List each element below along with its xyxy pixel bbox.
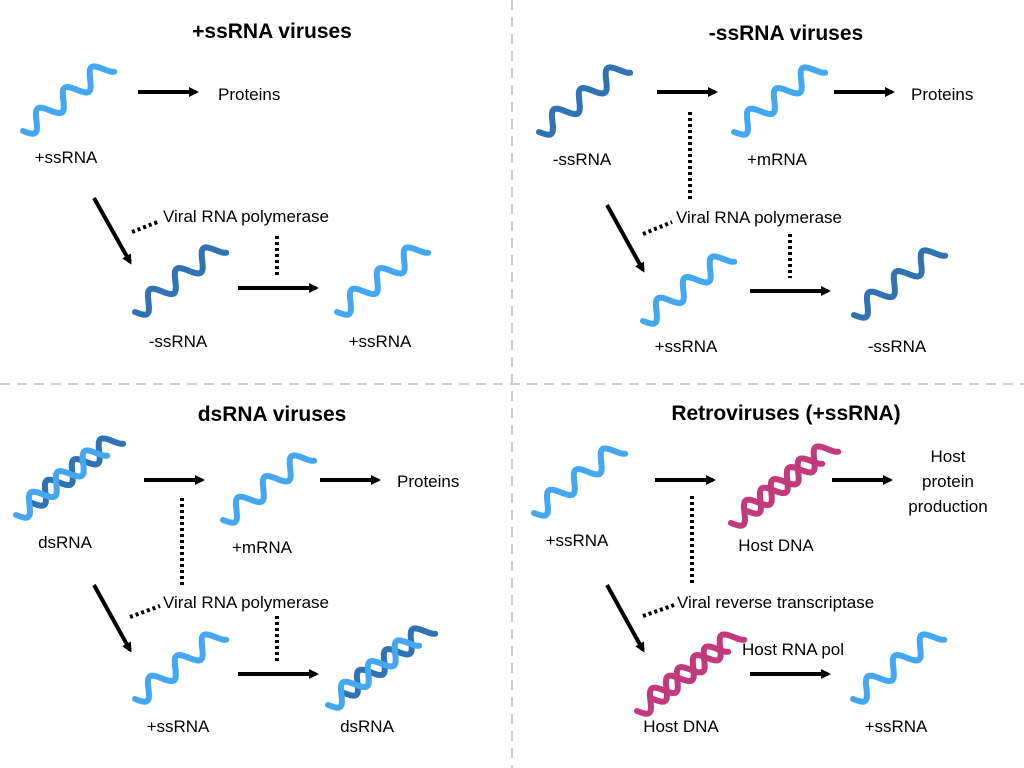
strand-front — [325, 637, 423, 711]
minus-ssrna-strand — [851, 247, 949, 321]
strand-front — [634, 643, 732, 717]
minus-ssrna-strand — [536, 64, 634, 138]
panel-minus-ssrna: -ssRNA viruses Proteins -ssRNA +mRNA Vir… — [553, 22, 974, 356]
replication-arrow — [92, 197, 132, 265]
panel-title: -ssRNA viruses — [709, 22, 863, 45]
strand-back — [650, 631, 748, 705]
panel-dsrna: dsRNA viruses Proteins dsRNA +mRNA Viral… — [38, 403, 459, 736]
strand-back — [29, 435, 127, 509]
dsrna-double-strand — [325, 625, 439, 711]
host-dna-double-strand — [728, 443, 842, 529]
enzyme-label: Viral reverse transcriptase — [677, 593, 874, 612]
input-label: dsRNA — [38, 533, 93, 552]
replication-arrow — [92, 584, 132, 653]
enzyme-label: Viral RNA polymerase — [163, 593, 329, 612]
enzyme-connector — [129, 604, 161, 619]
input-label: +ssRNA — [35, 148, 98, 167]
enzyme-connector — [642, 220, 673, 236]
plus-ssrna-strand — [640, 253, 738, 327]
plus-ssrna-strand — [20, 63, 118, 137]
dsrna-double-strand — [13, 435, 127, 521]
mrna-strand — [220, 452, 318, 526]
strand-front — [728, 455, 826, 529]
output-label: dsRNA — [340, 717, 395, 736]
output-label: +ssRNA — [865, 717, 928, 736]
product-label-line3: production — [908, 497, 987, 516]
mrna-label: +mRNA — [232, 538, 293, 557]
host-pol-label: Host RNA pol — [742, 640, 844, 659]
strand-back — [341, 625, 439, 699]
panel-title: Retroviruses (+ssRNA) — [671, 402, 900, 425]
intermediate-label: -ssRNA — [149, 332, 208, 351]
dna-label: Host DNA — [738, 536, 814, 555]
output-label: +ssRNA — [349, 332, 412, 351]
panel-title: dsRNA viruses — [198, 403, 347, 426]
enzyme-connector — [642, 603, 675, 618]
plus-ssrna-strand — [334, 244, 432, 318]
enzyme-connector — [131, 219, 161, 234]
plus-ssrna-strand — [531, 445, 629, 519]
plus-ssrna-strand — [132, 631, 230, 705]
product-label: Proteins — [218, 85, 280, 104]
input-label: -ssRNA — [553, 150, 612, 169]
intermediate-label: +ssRNA — [655, 337, 718, 356]
mrna-label: +mRNA — [747, 150, 808, 169]
product-label: Proteins — [911, 85, 973, 104]
replication-arrow — [605, 204, 645, 273]
strand-front — [13, 447, 111, 521]
enzyme-label: Viral RNA polymerase — [676, 208, 842, 227]
strand-back — [744, 443, 842, 517]
mrna-strand — [731, 64, 829, 138]
input-label: +ssRNA — [546, 531, 609, 550]
product-label-line1: Host — [931, 447, 966, 466]
host-dna-double-strand — [634, 631, 748, 717]
intermediate-label: +ssRNA — [147, 717, 210, 736]
output-label: -ssRNA — [868, 337, 927, 356]
product-label-line2: protein — [922, 472, 974, 491]
minus-ssrna-strand — [132, 244, 230, 318]
panel-title: +ssRNA viruses — [192, 20, 352, 43]
panel-plus-ssrna: +ssRNA viruses Proteins +ssRNA Viral RNA… — [35, 20, 412, 351]
integration-arrow — [605, 584, 645, 653]
intermediate-label: Host DNA — [643, 717, 719, 736]
product-label: Proteins — [397, 472, 459, 491]
panel-retroviruses: Retroviruses (+ssRNA) Host protein produ… — [546, 402, 988, 736]
plus-ssrna-strand — [850, 631, 948, 705]
enzyme-label: Viral RNA polymerase — [163, 207, 329, 226]
